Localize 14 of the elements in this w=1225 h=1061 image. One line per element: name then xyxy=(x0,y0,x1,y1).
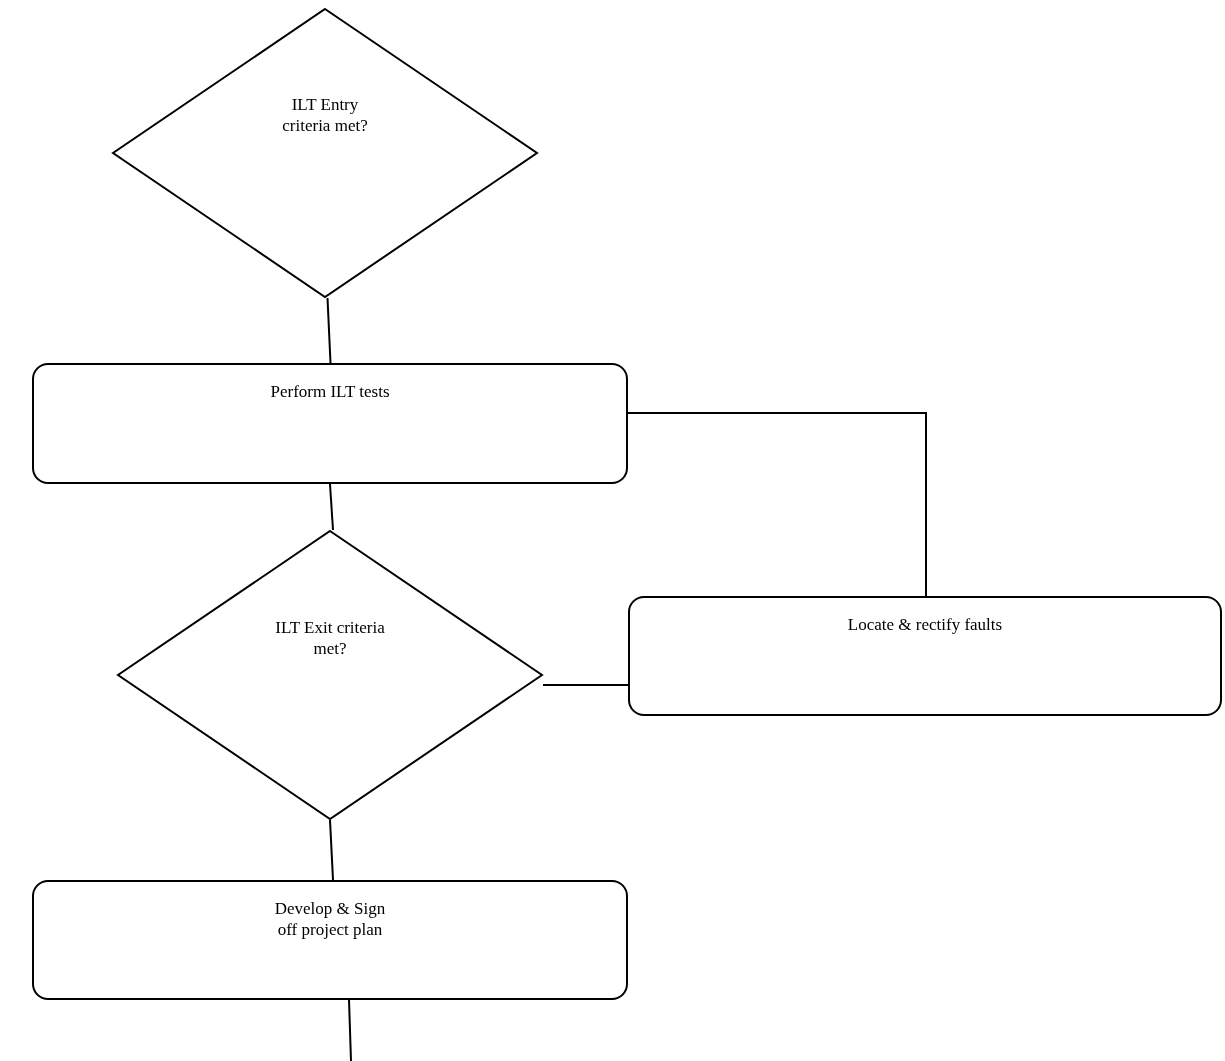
connector-line xyxy=(329,483,334,531)
process-text: Perform ILT tests xyxy=(270,381,390,403)
connector-line xyxy=(627,412,927,597)
connector-line xyxy=(542,684,629,686)
connector-line xyxy=(329,819,334,881)
decision-text: ILT Entry criteria met? xyxy=(281,94,369,137)
process-box xyxy=(628,596,1222,716)
process-box xyxy=(32,880,628,1000)
process-text: Develop & Sign off project plan xyxy=(273,898,387,941)
connector-line xyxy=(326,297,332,364)
connector-line xyxy=(348,999,352,1061)
decision-text: ILT Exit criteria met? xyxy=(275,617,385,660)
process-box xyxy=(32,363,628,484)
process-text: Locate & rectify faults xyxy=(847,614,1003,636)
